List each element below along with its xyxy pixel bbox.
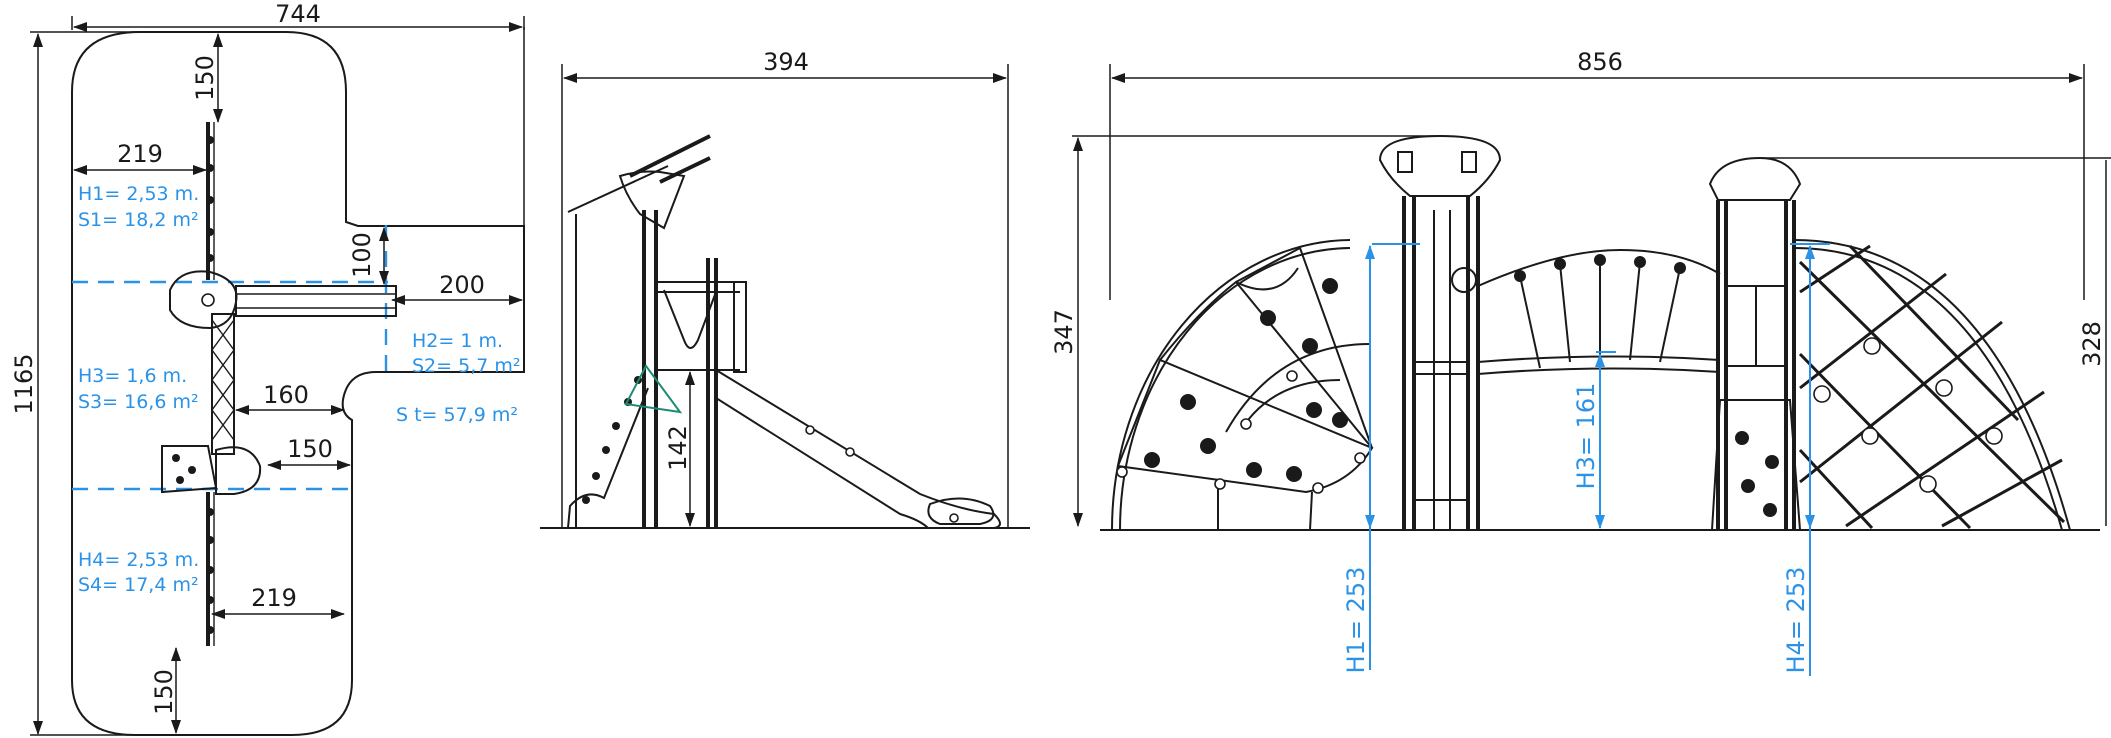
zone-s4: S4= 17,4 m²: [78, 574, 199, 596]
zone-st: S t= 57,9 m²: [396, 404, 518, 426]
zone-h3: H3= 1,6 m.: [78, 365, 187, 387]
dim-219-top: 219: [117, 140, 163, 168]
height-h1: H1= 253: [1342, 567, 1370, 674]
zone-s1: S1= 18,2 m²: [78, 209, 199, 231]
height-h4: H4= 253: [1782, 567, 1810, 674]
zone-h2: H2= 1 m.: [412, 330, 503, 352]
zone-s2: S2= 5,7 m²: [412, 355, 521, 377]
dim-219-bottom: 219: [251, 584, 297, 612]
dim-160: 160: [263, 381, 309, 409]
height-h3: H3= 161: [1572, 383, 1600, 490]
dim-150-bottom: 150: [150, 669, 178, 715]
zone-h4: H4= 2,53 m.: [78, 549, 199, 571]
dim-347: 347: [1050, 309, 1078, 355]
dim-142: 142: [664, 425, 692, 471]
dim-394: 394: [763, 48, 809, 76]
dim-1165: 1165: [10, 353, 38, 414]
plan-equipment: [161, 122, 397, 646]
plan-view: 744 1165 150 219 100 200 160 150 219 150: [10, 0, 525, 736]
zone-s3: S3= 16,6 m²: [78, 391, 199, 413]
dim-150-top: 150: [191, 55, 219, 101]
front-view: 856 347 328: [1050, 48, 2111, 676]
dim-744: 744: [275, 0, 321, 28]
dim-200: 200: [439, 271, 485, 299]
dim-856: 856: [1577, 48, 1623, 76]
side-view: 394 142: [540, 48, 1030, 529]
dim-150-mid: 150: [287, 435, 333, 463]
safety-zone-outline: [71, 31, 525, 736]
zone-h1: H1= 2,53 m.: [78, 183, 199, 205]
dim-100: 100: [348, 232, 376, 278]
dim-328: 328: [2078, 321, 2106, 367]
